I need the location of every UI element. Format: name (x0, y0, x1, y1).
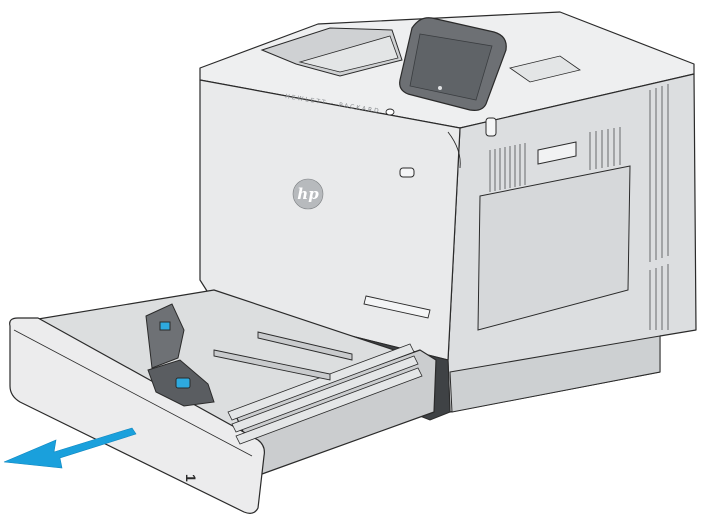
side-release-button[interactable] (485, 117, 497, 137)
status-indicator-icon (385, 108, 395, 116)
front-label-strip (363, 295, 431, 319)
tray-guide-rails (213, 331, 353, 381)
tray-ribs (227, 343, 423, 445)
width-guide-left[interactable] (145, 303, 185, 369)
printer-base (449, 335, 661, 413)
length-guide-release-tab[interactable] (175, 377, 191, 389)
side-vents (489, 84, 669, 330)
pull-out-arrow-icon (3, 427, 137, 469)
guide-release-tab[interactable] (159, 321, 171, 331)
right-door[interactable] (477, 117, 631, 331)
tray-front-face[interactable] (9, 317, 265, 514)
right-door-handle[interactable] (537, 141, 577, 165)
touchscreen[interactable] (409, 33, 493, 101)
right-door-panel (477, 165, 631, 331)
hp-logo-text: hp (297, 185, 319, 203)
front-door-latch[interactable] (399, 167, 415, 178)
hp-logo: hp (292, 178, 324, 210)
control-panel[interactable] (399, 17, 507, 111)
paper-width-guide[interactable] (145, 303, 215, 407)
home-button-icon[interactable] (438, 86, 442, 90)
tray-number-label: 1 (183, 474, 199, 482)
